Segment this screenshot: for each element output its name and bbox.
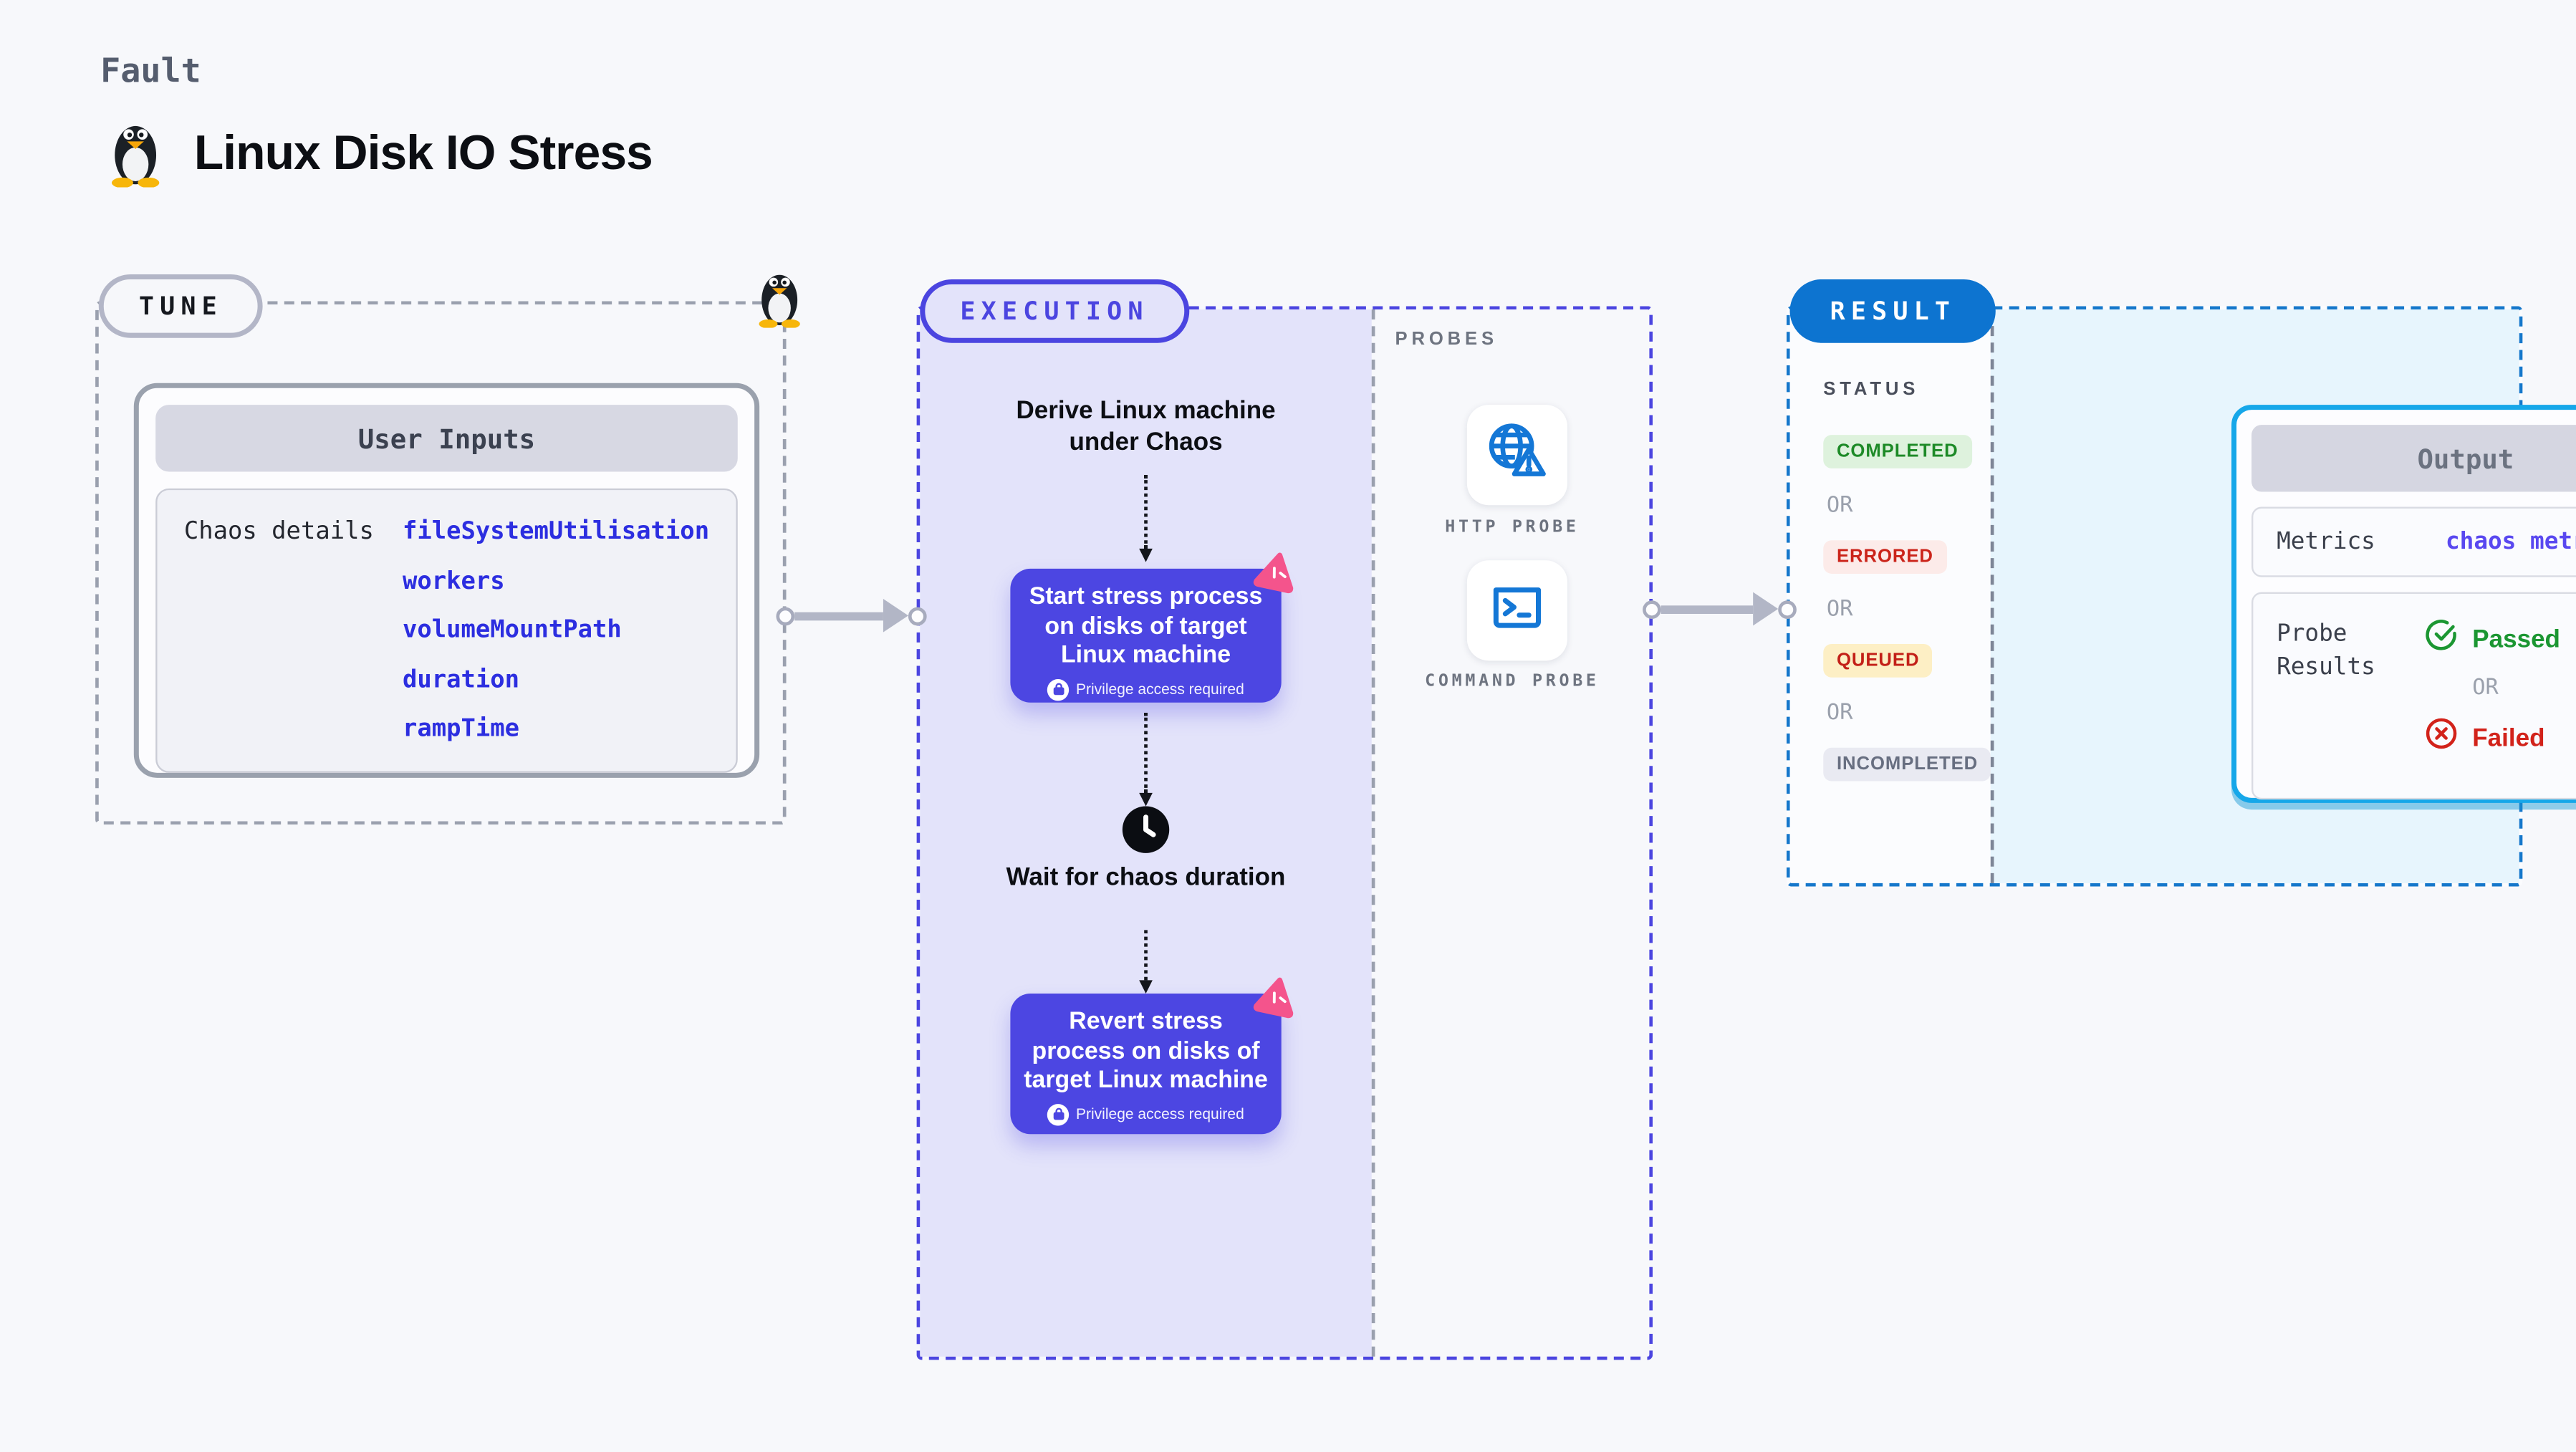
or-label: OR — [2472, 675, 2499, 701]
or-label: OR — [1826, 597, 1853, 622]
input-value: workers — [402, 567, 505, 595]
status-badge-queued: QUEUED — [1823, 644, 1933, 678]
result-pill: RESULT — [1789, 279, 1996, 343]
flow-down-arrow — [1139, 930, 1153, 994]
failed-label: Failed — [2472, 723, 2545, 752]
connector-dot — [776, 606, 795, 625]
passed-row: Passed — [2424, 617, 2560, 661]
fault-kicker: Fault — [100, 50, 201, 91]
chaos-details-values: fileSystemUtilisation workers volumeMoun… — [403, 519, 709, 743]
or-label: OR — [1826, 493, 1853, 519]
command-probe-label: COMMAND PROBE — [1425, 672, 1600, 691]
wait-step-label: Wait for chaos duration — [1006, 862, 1286, 892]
status-label: STATUS — [1823, 380, 1920, 400]
revert-node-title: Revert stress process on disks of target… — [1024, 1009, 1268, 1095]
privilege-badge: Privilege access required — [1024, 1102, 1268, 1125]
lock-icon — [1047, 1102, 1070, 1125]
litmus-chaos-icon — [1250, 547, 1302, 605]
failed-row: Failed — [2424, 716, 2560, 759]
probe-results-label: Probe Results — [2277, 620, 2375, 681]
connector-dot — [1643, 600, 1661, 618]
result-section: Output Metrics chaos metrics Probe Resul… — [1786, 279, 2576, 887]
execution-section: Derive Linux machine under Chaos Start s… — [916, 279, 1653, 1360]
litmus-chaos-icon — [1250, 971, 1302, 1029]
execution-to-result-arrow — [1643, 592, 1797, 626]
x-circle-icon — [2424, 716, 2459, 759]
chaos-details-label: Chaos details — [183, 518, 374, 546]
privilege-text: Privilege access required — [1075, 681, 1244, 698]
start-node-title: Start stress process on disks of target … — [1029, 583, 1263, 670]
lock-icon — [1047, 678, 1070, 701]
tux-penguin-small-icon — [753, 264, 807, 336]
privilege-text: Privilege access required — [1075, 1105, 1244, 1122]
http-probe-label: HTTP PROBE — [1445, 518, 1580, 537]
metrics-row: Metrics chaos metrics — [2251, 506, 2576, 577]
probe-results-row: Probe Results Passed OR — [2251, 592, 2576, 800]
tune-to-execution-arrow — [776, 598, 927, 633]
status-badge-errored: ERRORED — [1823, 540, 1947, 574]
or-label: OR — [1826, 701, 1853, 726]
result-output-zone: Output Metrics chaos metrics Probe Resul… — [1990, 309, 2576, 883]
probes-zone: PROBES HTTP PROBE — [1371, 309, 1650, 1357]
execution-flow-zone: Derive Linux machine under Chaos Start s… — [920, 309, 1372, 1357]
flow-down-arrow — [1139, 712, 1153, 807]
user-inputs-body: Chaos details fileSystemUtilisation work… — [155, 488, 738, 773]
privilege-badge: Privilege access required — [1024, 678, 1268, 701]
input-value: volumeMountPath — [402, 617, 622, 645]
http-probe-card — [1466, 405, 1567, 506]
user-inputs-title: User Inputs — [155, 405, 738, 472]
start-stress-node: Start stress process on disks of target … — [1010, 552, 1294, 703]
metrics-value: chaos metrics — [2445, 528, 2576, 556]
page-title: Linux Disk IO Stress — [193, 127, 653, 181]
user-inputs-card: User Inputs Chaos details fileSystemUtil… — [133, 383, 760, 778]
check-circle-icon — [2424, 617, 2459, 661]
tune-section: TUNE User Inputs Chaos details fileSyste… — [95, 274, 800, 825]
command-probe-card — [1466, 560, 1567, 661]
status-badge-incompleted: INCOMPLETED — [1823, 747, 1991, 782]
connector-dot — [908, 606, 927, 625]
connector-dot — [1778, 600, 1797, 618]
flow-down-arrow — [1139, 475, 1153, 562]
globe-alert-icon — [1484, 418, 1550, 493]
passed-label: Passed — [2472, 625, 2560, 653]
tux-penguin-icon — [104, 114, 168, 196]
probes-label: PROBES — [1395, 330, 1499, 350]
clock-icon — [1121, 804, 1171, 863]
output-title: Output — [2251, 425, 2576, 492]
revert-stress-node: Revert stress process on disks of target… — [1010, 977, 1294, 1135]
derive-step-label: Derive Linux machine under Chaos — [1016, 396, 1276, 457]
input-value: fileSystemUtilisation — [402, 518, 710, 546]
input-value: rampTime — [402, 716, 520, 743]
terminal-icon — [1486, 574, 1549, 646]
input-value: duration — [402, 666, 520, 693]
tune-pill: TUNE — [98, 274, 263, 338]
status-badge-completed: COMPLETED — [1823, 435, 1972, 468]
execution-pill: EXECUTION — [920, 279, 1189, 343]
page-header: Linux Disk IO Stress — [104, 114, 653, 196]
output-card: Output Metrics chaos metrics Probe Resul… — [2231, 405, 2576, 803]
metrics-label: Metrics — [2277, 528, 2375, 556]
